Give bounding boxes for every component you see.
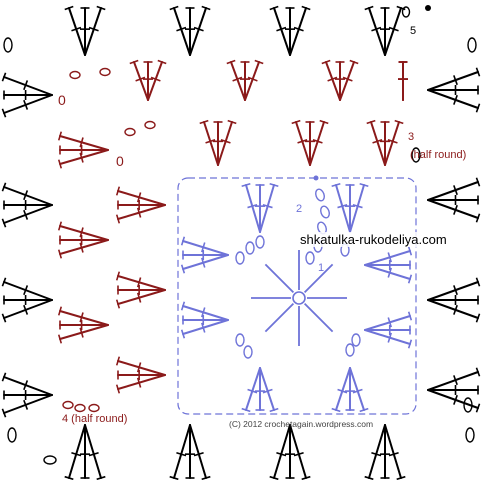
round-3-chain <box>62 400 74 410</box>
copyright-text: (C) 2012 crochetagain.wordpress.com <box>229 419 374 429</box>
round-3-number-label: 3 <box>408 131 415 143</box>
round-1-chain <box>351 333 361 347</box>
round-2-group <box>331 182 369 233</box>
round-5-label: 5 <box>410 25 417 37</box>
round-5-chain <box>3 37 13 53</box>
round-2-group <box>180 301 229 339</box>
round-5-stitches <box>1 5 481 480</box>
round-5-group <box>169 5 211 56</box>
round-2-chain-frame <box>177 177 417 415</box>
round-2-group <box>364 246 413 284</box>
round-3-chain <box>124 127 136 137</box>
round-5-chain <box>463 397 473 413</box>
round-3-group <box>398 61 408 101</box>
round-3-chain <box>69 70 81 80</box>
round-3-group <box>226 59 264 101</box>
round-5-group <box>269 424 311 480</box>
round-3-group <box>291 119 329 166</box>
round-3-4-stitches: 00 <box>57 59 408 413</box>
round-5-chain <box>411 147 421 163</box>
round-5-group <box>427 67 481 113</box>
round-3-note-label: (half round) <box>410 149 467 161</box>
round-1-chain <box>235 333 245 347</box>
round-1-chain <box>345 343 355 357</box>
round-5-chain <box>43 455 57 465</box>
round-3-chain <box>88 403 100 413</box>
round-5-group <box>169 424 211 480</box>
round-1-stitch <box>303 302 334 333</box>
round-5-group <box>427 177 481 223</box>
round-1-chain <box>255 235 265 249</box>
round-3-group <box>199 119 237 166</box>
round-4-group <box>115 186 166 224</box>
round-5-group <box>1 182 53 228</box>
round-1-chain <box>245 241 255 255</box>
round-5-group <box>269 5 311 56</box>
round-2-group <box>331 367 369 413</box>
round-5-group <box>427 277 481 323</box>
round-2-group <box>241 182 279 233</box>
round-5-group <box>364 424 406 480</box>
round-1-chain <box>235 251 245 265</box>
round-3-chain <box>99 67 111 77</box>
round-3-turn-chain: 0 <box>58 92 66 108</box>
round-3-group <box>129 59 167 101</box>
round-3-chain <box>74 403 86 413</box>
round-4-group <box>115 271 166 309</box>
round-4-label: 4 (half round) <box>62 413 128 425</box>
round-5-group <box>364 5 406 56</box>
round-2-chain <box>315 188 325 202</box>
round-3-chain <box>144 120 156 130</box>
round-5-group <box>1 372 53 418</box>
watermark-text: shkatulka-rukodeliya.com <box>298 232 449 247</box>
round-5-start-dot <box>425 5 431 11</box>
round-3-group <box>366 119 404 166</box>
round-2-label: 2 <box>296 203 303 215</box>
round-5-group <box>64 424 106 480</box>
round-1-stitch <box>303 263 334 294</box>
round-1-stitch <box>264 263 295 294</box>
round-3-group <box>321 59 359 101</box>
round-5-chain <box>467 37 477 53</box>
round-4-turn-chain: 0 <box>116 153 124 169</box>
round-2-group <box>364 311 413 349</box>
round-4-group <box>115 356 166 394</box>
round-5-chain <box>465 427 475 443</box>
magic-ring <box>292 291 306 305</box>
round-5-group <box>427 367 481 413</box>
round-5-group <box>1 277 53 323</box>
round-2-chain <box>320 205 330 219</box>
round-5-chain <box>7 427 17 443</box>
round-5-group <box>1 72 53 118</box>
round-2-group <box>241 367 279 413</box>
round-2-start-dot <box>313 175 319 181</box>
round-1-chain <box>243 345 253 359</box>
round-4-group <box>57 131 109 169</box>
round-1-stitch <box>264 302 295 333</box>
round-1-chain <box>305 251 315 265</box>
round-1-label: 1 <box>318 262 325 274</box>
round-4-group <box>57 306 109 344</box>
round-5-group <box>64 5 106 56</box>
round-1-2-stitches <box>177 175 417 415</box>
round-5-chain <box>401 6 411 18</box>
round-4-group <box>57 221 109 259</box>
round-2-group <box>180 236 229 274</box>
